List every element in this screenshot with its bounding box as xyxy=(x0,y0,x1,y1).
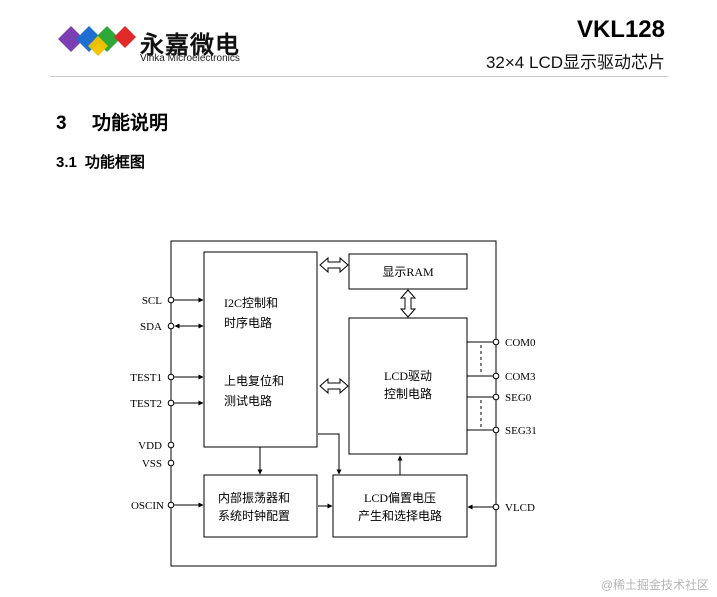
svg-text:VSS: VSS xyxy=(142,458,162,470)
pin-vdd: VDD xyxy=(138,440,175,452)
i2c-reset-block: I2C控制和 时序电路 上电复位和 测试电路 xyxy=(203,251,318,448)
bias-block: LCD偏置电压 产生和选择电路 xyxy=(332,474,468,538)
svg-text:COM3: COM3 xyxy=(505,371,536,383)
pin-test1: TEST1 xyxy=(130,372,204,384)
brand-name-en: Vinka Microelectronics xyxy=(140,53,240,64)
bias-label-line2: 产生和选择电路 xyxy=(358,508,442,523)
pin-vss: VSS xyxy=(142,458,175,470)
brand-name-cn: 永嘉微电 xyxy=(140,32,240,59)
svg-text:TEST2: TEST2 xyxy=(130,398,162,410)
header-divider xyxy=(50,76,668,77)
watermark: @稀土掘金技术社区 xyxy=(600,578,709,592)
vinka-logo-icon xyxy=(58,26,136,56)
oscillator-block: 内部振荡器和 系统时钟配置 xyxy=(203,474,318,538)
svg-text:SEG0: SEG0 xyxy=(505,392,532,404)
svg-text:VLCD: VLCD xyxy=(505,502,535,514)
subsection-title: 功能框图 xyxy=(84,154,145,171)
i2c-label-line1: I2C控制和 xyxy=(224,296,278,310)
svg-text:COM0: COM0 xyxy=(505,337,536,349)
osc-label-line2: 系统时钟配置 xyxy=(218,508,290,523)
svg-text:SCL: SCL xyxy=(142,295,162,307)
bus-arrow-ram-driver xyxy=(399,289,417,318)
osc-label-line1: 内部振荡器和 xyxy=(218,490,290,505)
lcd-driver-label-line1: LCD驱动 xyxy=(384,369,432,383)
subsection-heading: 3.1 功能框图 xyxy=(56,151,145,172)
svg-text:TEST1: TEST1 xyxy=(130,372,162,384)
pin-seg31: SEG31 xyxy=(467,425,537,437)
svg-text:SDA: SDA xyxy=(140,321,162,333)
section-heading: 3 功能说明 xyxy=(56,108,168,135)
display-ram-block: 显示RAM xyxy=(348,253,468,290)
section-number: 3 xyxy=(56,113,67,134)
bias-label-line1: LCD偏置电压 xyxy=(364,490,436,505)
lcd-driver-label-line2: 控制电路 xyxy=(384,386,432,401)
subsection-number: 3.1 xyxy=(56,154,77,171)
ram-label: 显示RAM xyxy=(382,265,434,279)
reset-label-line2: 测试电路 xyxy=(224,393,272,408)
product-subtitle: 32×4 LCD显示驱动芯片 xyxy=(485,53,665,72)
bus-arrow-reset-driver xyxy=(319,377,349,395)
reset-label-line1: 上电复位和 xyxy=(224,373,284,388)
i2c-label-line2: 时序电路 xyxy=(224,315,272,330)
pin-test2: TEST2 xyxy=(130,398,204,410)
svg-text:SEG31: SEG31 xyxy=(505,425,537,437)
svg-text:OSCIN: OSCIN xyxy=(131,500,164,512)
section-title: 功能说明 xyxy=(92,113,169,134)
bus-arrow-i2c-ram xyxy=(319,256,349,274)
pin-oscin: OSCIN xyxy=(131,500,204,512)
pin-com0: COM0 xyxy=(467,337,536,349)
pin-vlcd: VLCD xyxy=(467,502,535,514)
lcd-driver-block: LCD驱动 控制电路 xyxy=(348,317,468,455)
pin-seg0: SEG0 xyxy=(467,392,532,404)
product-model: VKL128 xyxy=(576,16,665,43)
pin-com3: COM3 xyxy=(467,371,536,383)
pin-scl: SCL xyxy=(142,295,204,307)
svg-text:VDD: VDD xyxy=(138,440,162,452)
pin-sda: SDA xyxy=(140,321,204,333)
